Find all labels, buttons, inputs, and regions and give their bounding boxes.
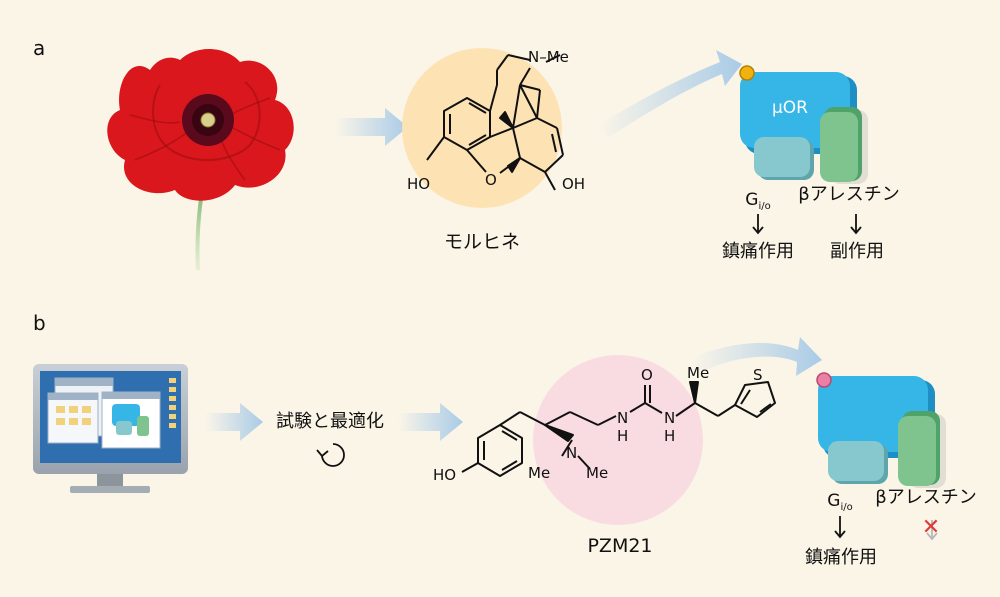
- pzm21-atom-o: O: [641, 366, 653, 384]
- poppy-flower-icon: [107, 48, 294, 271]
- down-arrow-gi-b: [834, 516, 846, 539]
- analgesia-label-a: 鎮痛作用: [722, 241, 794, 262]
- optimization-label: 試験と最適化: [276, 411, 384, 432]
- arrow-optimization-to-pzm21: [398, 403, 463, 441]
- arrestin-label-b: βアレスチン: [875, 487, 977, 508]
- arrow-poppy-to-morphine: [335, 108, 408, 146]
- arrestin-label-a: βアレスチン: [798, 184, 900, 205]
- arrow-morphine-to-receptor: [598, 50, 742, 138]
- morphine-atom-ho: HO: [407, 175, 430, 193]
- pzm21-atom-s: S: [753, 366, 763, 384]
- pzm21-atom-h1: H: [617, 427, 628, 445]
- receptor-mu-opioid-b: [816, 372, 946, 488]
- blocked-cross-icon: ✕: [922, 515, 940, 540]
- pzm21-atom-me-left: Me: [528, 464, 550, 482]
- arrow-computer-to-optimization: [205, 403, 263, 441]
- down-arrow-gi-a: [752, 214, 764, 235]
- pzm21-halo: [533, 355, 703, 525]
- pzm21-ligand-dot: [816, 372, 832, 388]
- arrow-pzm21-to-receptor: [692, 337, 822, 376]
- pzm21-atom-n3: N: [566, 444, 577, 462]
- pzm21-atom-h2: H: [664, 427, 675, 445]
- pzm21-atom-ho: HO: [433, 466, 456, 484]
- panel-a-label: a: [33, 36, 45, 60]
- pzm21-name: PZM21: [587, 535, 652, 557]
- morphine-name: モルヒネ: [444, 231, 520, 253]
- morphine-atom-o: O: [485, 171, 497, 189]
- morphine-atom-oh: OH: [562, 175, 585, 193]
- pzm21-atom-n1: N: [617, 409, 628, 427]
- pzm21-atom-me-right: Me: [586, 464, 608, 482]
- analgesia-label-b: 鎮痛作用: [805, 547, 877, 568]
- cycle-icon: [316, 443, 345, 467]
- down-arrow-arrestin-b-faded: [926, 520, 938, 541]
- morphine-structure: [426, 54, 564, 191]
- pzm21-structure: [461, 381, 776, 477]
- receptor-a-label: μOR: [772, 98, 808, 118]
- down-arrow-arrestin-a: [850, 214, 862, 235]
- morphine-atom-nme: N–Me: [528, 48, 569, 66]
- pzm21-atom-n2: N: [664, 409, 675, 427]
- computer-monitor-icon: [33, 364, 188, 493]
- side-effect-label-a: 副作用: [830, 241, 884, 262]
- receptor-mu-opioid-a: [739, 65, 868, 184]
- morphine-ligand-dot: [739, 65, 755, 81]
- panel-b-label: b: [33, 311, 46, 335]
- gi-label-b: Gi/o: [827, 491, 852, 513]
- gi-label-a: Gi/o: [745, 190, 770, 212]
